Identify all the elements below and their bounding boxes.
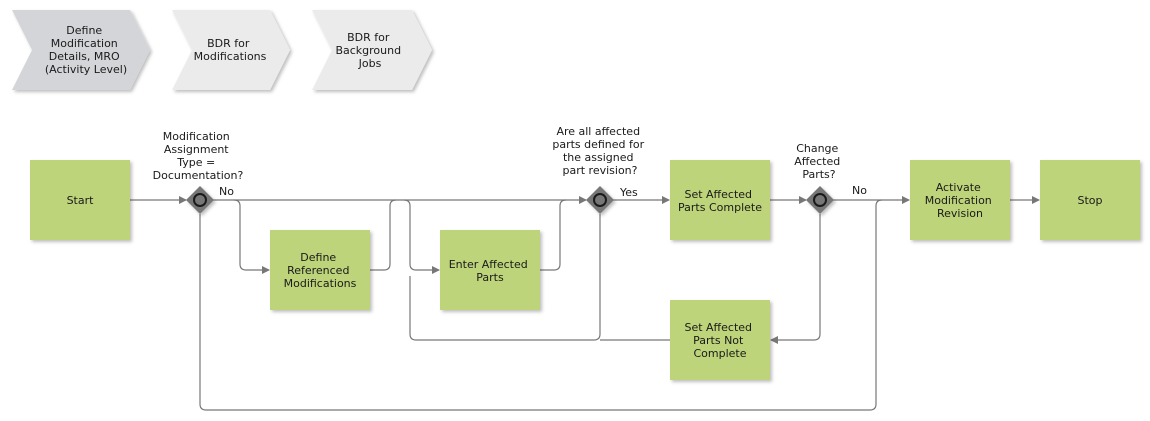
breadcrumb-line: Modification — [51, 37, 118, 50]
gateway-circle-icon — [813, 193, 827, 207]
breadcrumb-line: Define — [66, 24, 102, 37]
step-start[interactable]: Start — [30, 160, 130, 240]
branch-label-yes: Yes — [619, 186, 638, 199]
gateway-documentation-question: Modification Assignment Type = Documenta… — [153, 130, 244, 182]
connectors — [130, 196, 1040, 411]
breadcrumb-line: BDR for — [347, 31, 390, 44]
step-enter-affected-parts[interactable]: Enter Affected Parts — [440, 230, 540, 310]
question-line: Are all affected — [556, 125, 640, 138]
connector-d1-bypass — [199, 199, 883, 411]
question-line: Affected — [794, 155, 840, 168]
connector-define-ref-return — [370, 199, 397, 271]
step-label: Set Affected Parts Not Complete — [684, 321, 755, 360]
step-set-affected-parts-complete[interactable]: Set Affected Parts Complete — [670, 160, 770, 240]
step-activate-modification-revision[interactable]: Activate Modification Revision — [910, 160, 1010, 240]
step-label: Define Referenced Modifications — [284, 251, 357, 290]
gateway-circle-icon — [593, 193, 607, 207]
question-line: Parts? — [802, 168, 835, 181]
question-line: Type = — [176, 156, 215, 169]
question-line: Documentation? — [153, 169, 244, 182]
step-line: Parts Complete — [678, 201, 762, 214]
connector-to-enter-parts — [403, 199, 440, 274]
breadcrumb: Define Modification Details, MRO (Activi… — [12, 10, 432, 90]
step-label: Stop — [1077, 194, 1102, 207]
step-label: Enter Affected Parts — [449, 258, 532, 284]
step-line: Stop — [1077, 194, 1102, 207]
step-line: Complete — [693, 347, 746, 360]
step-stop[interactable]: Stop — [1040, 160, 1140, 240]
step-line: Modifications — [284, 277, 357, 290]
step-line: Activate — [936, 181, 981, 194]
breadcrumb-item-bdr-background-jobs[interactable]: BDR for Background Jobs — [312, 10, 432, 90]
branch-label-no: No — [852, 184, 867, 197]
step-line: Referenced — [287, 264, 349, 277]
step-label: Set Affected Parts Complete — [678, 188, 762, 214]
connector-d1-to-define-ref — [233, 199, 270, 274]
gateway-documentation[interactable] — [186, 186, 214, 214]
branch-label-no: No — [219, 185, 234, 198]
question-line: part revision? — [563, 164, 638, 177]
gateway-change-affected-parts[interactable] — [806, 186, 834, 214]
connector-d3-to-not-complete — [770, 214, 821, 344]
step-line: Parts — [476, 271, 504, 284]
connector-enter-parts-return — [540, 199, 567, 271]
step-line: Revision — [937, 207, 983, 220]
breadcrumb-line: BDR for — [207, 37, 250, 50]
gateway-change-affected-parts-question: Change Affected Parts? — [794, 142, 843, 181]
breadcrumb-line: Background — [335, 44, 401, 57]
breadcrumb-label: BDR for Background Jobs — [335, 31, 404, 70]
breadcrumb-item-bdr-modifications[interactable]: BDR for Modifications — [172, 10, 290, 90]
breadcrumb-line: (Activity Level) — [45, 63, 127, 76]
step-line: Modification — [925, 194, 992, 207]
step-define-referenced-modifications[interactable]: Define Referenced Modifications — [270, 230, 370, 310]
step-label: Start — [67, 194, 95, 207]
gateway-circle-icon — [193, 193, 207, 207]
breadcrumb-item-activity-level[interactable]: Define Modification Details, MRO (Activi… — [12, 10, 150, 90]
step-line: Parts Not — [693, 334, 744, 347]
step-line: Define — [300, 251, 336, 264]
breadcrumb-label: Define Modification Details, MRO (Activi… — [45, 24, 127, 76]
step-label: Activate Modification Revision — [925, 181, 996, 220]
step-line: Enter Affected — [449, 258, 528, 271]
breadcrumb-line: Details, MRO — [49, 50, 120, 63]
step-line: Set Affected — [684, 188, 752, 201]
breadcrumb-label: BDR for Modifications — [194, 37, 267, 63]
step-line: Set Affected — [684, 321, 752, 334]
step-set-affected-parts-not-complete[interactable]: Set Affected Parts Not Complete — [670, 300, 770, 380]
question-line: Change — [796, 142, 838, 155]
gateway-all-parts-defined[interactable] — [586, 186, 614, 214]
gateway-all-parts-defined-question: Are all affected parts defined for the a… — [552, 125, 647, 177]
question-line: Assignment — [164, 143, 229, 156]
breadcrumb-line: Modifications — [194, 50, 267, 63]
connector-d2-loop — [409, 214, 601, 341]
question-line: parts defined for — [552, 138, 644, 151]
question-line: Modification — [163, 130, 230, 143]
breadcrumb-line: Jobs — [358, 57, 382, 70]
question-line: the assigned — [563, 151, 634, 164]
step-line: Start — [67, 194, 95, 207]
